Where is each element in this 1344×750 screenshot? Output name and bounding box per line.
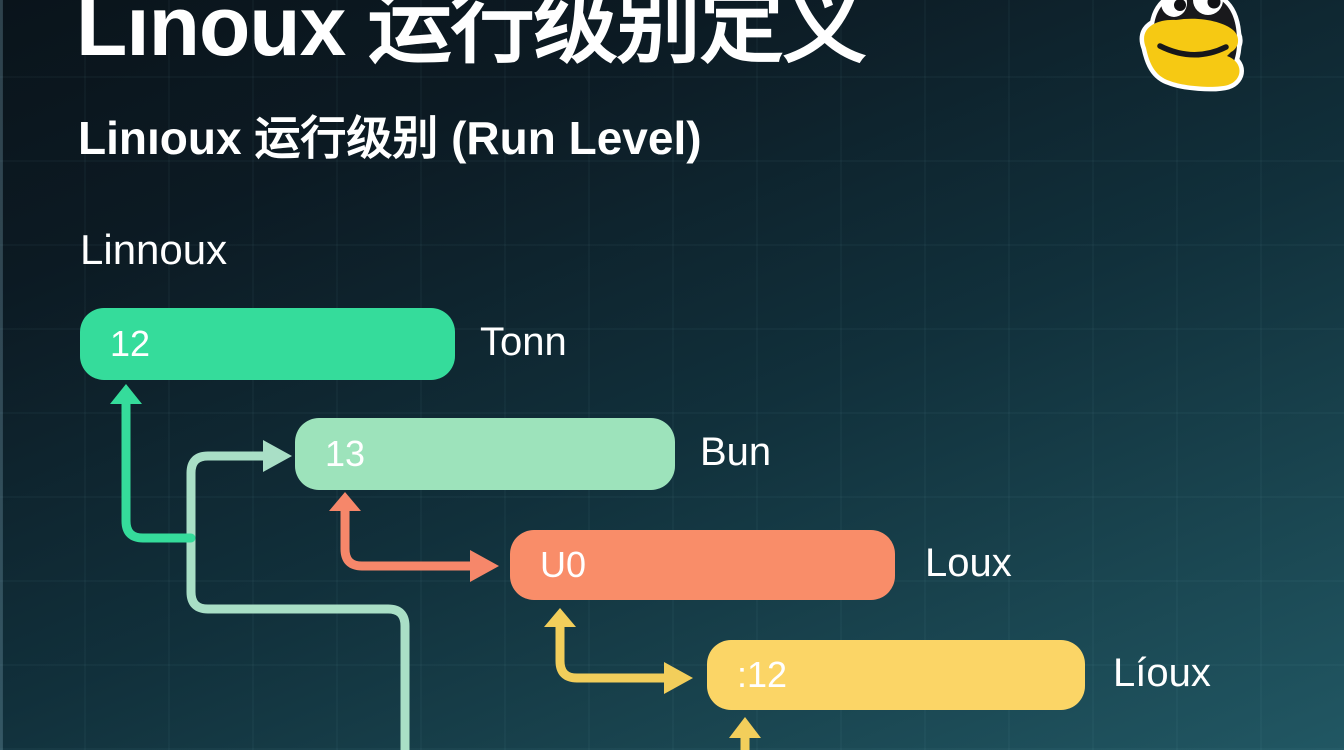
runlevel-node-1: 12 bbox=[80, 308, 455, 380]
connector-emerald-path bbox=[121, 397, 196, 543]
arrowhead-into-node2-icon bbox=[263, 440, 292, 472]
connector-mint-path bbox=[186, 451, 410, 750]
arrowhead-up-into-node4-icon bbox=[729, 717, 761, 738]
penguin-mascot-icon bbox=[1139, 0, 1244, 92]
runlevel-node-4: :12 bbox=[707, 640, 1085, 710]
left-edge-highlight bbox=[0, 0, 3, 750]
connector-yellow-path bbox=[555, 619, 669, 683]
runlevel-node-4-value: :12 bbox=[737, 654, 788, 695]
mascot-left-pupil bbox=[1174, 0, 1186, 11]
connector-orange-path bbox=[340, 503, 475, 571]
runlevel-node-4-label: Líoux bbox=[1113, 651, 1211, 695]
arrowhead-into-node3-icon bbox=[470, 550, 499, 582]
arrowhead-up-into-node2-icon bbox=[329, 492, 361, 511]
runlevel-node-3-value: U0 bbox=[540, 544, 587, 585]
arrowhead-into-node1-icon bbox=[110, 384, 142, 404]
runlevel-node-1-value: 12 bbox=[110, 323, 151, 364]
arrowhead-up-into-node3-icon bbox=[544, 608, 576, 627]
mascot-smile bbox=[1157, 43, 1229, 58]
page-subtitle: Linıoux 运行级别 (Run Level) bbox=[78, 112, 702, 164]
diagram-heading: Linnoux bbox=[80, 226, 228, 273]
runlevel-node-2-value: 13 bbox=[325, 433, 366, 474]
page-title: Lınoux 运行级别定义 bbox=[76, 0, 867, 73]
runlevel-node-2-label: Bun bbox=[700, 430, 772, 474]
mascot-right-pupil bbox=[1207, 0, 1221, 9]
runlevel-node-3: U0 bbox=[510, 530, 895, 600]
runlevel-node-3-label: Loux bbox=[925, 541, 1012, 585]
runlevel-node-1-label: Tonn bbox=[480, 320, 567, 364]
arrowhead-into-node4-icon bbox=[664, 662, 693, 694]
runlevel-node-2: 13 bbox=[295, 418, 675, 490]
